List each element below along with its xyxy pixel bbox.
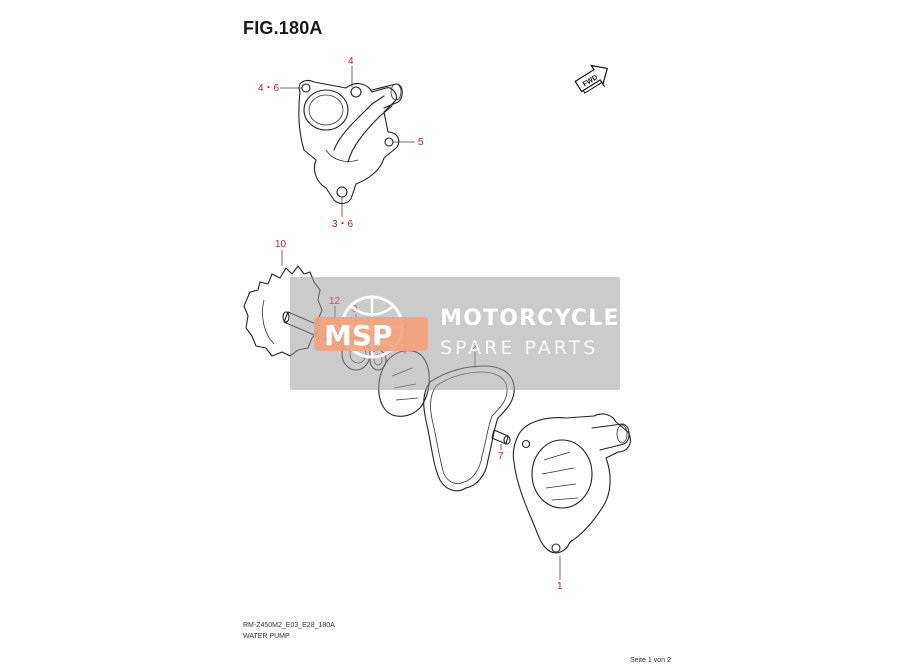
callout-5: 5 — [418, 137, 424, 148]
dowel-pin-7 — [491, 429, 511, 445]
callout-4-6: 4・6 — [258, 83, 280, 94]
callout-1: 1 — [557, 581, 563, 592]
callout-10: 10 — [275, 239, 287, 250]
page-indicator: Seite 1 von 2 — [630, 657, 671, 664]
watermark-line-2: SPARE PARTS — [440, 337, 599, 359]
fwd-arrow-icon: FWD — [574, 64, 609, 94]
model-code: RM-Z450M2_E03_E28_180A — [243, 622, 335, 629]
callout-3-6: 3・6 — [332, 219, 354, 230]
callout-4: 4 — [348, 56, 354, 67]
watermark-line-1: MOTORCYCLE — [440, 306, 620, 331]
section-name: WATER PUMP — [243, 633, 290, 640]
logo-text: MSP — [324, 319, 393, 352]
msp-logo-icon: MSP — [314, 295, 428, 359]
callout-7: 7 — [498, 451, 504, 462]
figure-title: FIG.180A — [243, 18, 323, 38]
pump-cover — [298, 79, 403, 205]
pump-body-1 — [512, 413, 631, 554]
